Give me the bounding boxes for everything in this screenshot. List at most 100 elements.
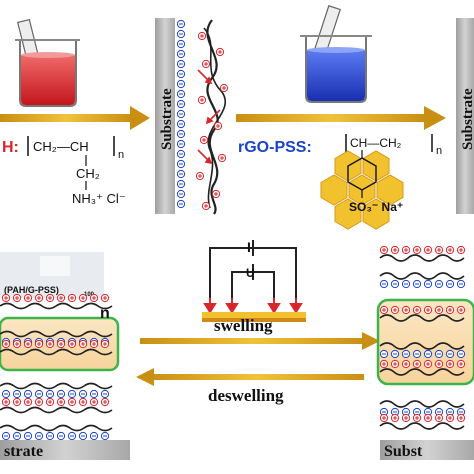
charge	[67, 431, 77, 441]
benzene-ring	[347, 150, 377, 198]
positive-charge	[211, 189, 221, 199]
positive-charge	[201, 59, 211, 69]
charge	[456, 407, 466, 417]
negative-charge	[176, 19, 186, 29]
negative-charge	[176, 179, 186, 189]
charge	[100, 389, 110, 399]
deswelling-label: deswelling	[208, 386, 284, 405]
polymer-chain	[0, 406, 113, 414]
negative-charge	[176, 49, 186, 59]
charge	[456, 279, 466, 289]
deswelling-arrow	[136, 368, 364, 386]
negative-charge	[176, 159, 186, 169]
negative-charge	[176, 189, 186, 199]
charge	[12, 339, 22, 349]
negative-charge	[176, 169, 186, 179]
charge	[34, 389, 44, 399]
charge	[423, 279, 433, 289]
negative-charge	[176, 29, 186, 39]
probe-arrows	[203, 298, 303, 314]
charge	[423, 413, 433, 423]
positive-charge	[213, 121, 223, 131]
film-photo: (PAH/G-PSS) 100	[0, 252, 104, 298]
negative-charge	[176, 129, 186, 139]
negative-charge	[176, 199, 186, 209]
beaker-blue-icon	[300, 5, 372, 103]
charge	[89, 293, 99, 303]
film-subscript: 100	[84, 292, 95, 298]
charge	[23, 339, 33, 349]
charge	[12, 431, 22, 441]
charge	[401, 245, 411, 255]
charge	[67, 339, 77, 349]
negative-charge	[176, 99, 186, 109]
substrate-label-bottom-left: strate	[4, 443, 43, 460]
pah-n: n	[118, 149, 124, 161]
charge	[445, 279, 455, 289]
current-label-I: I	[247, 239, 251, 255]
charge	[445, 359, 455, 369]
rgo-hexagon	[320, 174, 348, 206]
positive-charge	[201, 201, 211, 211]
substrate-bottom-left	[0, 440, 130, 460]
charge	[379, 359, 389, 369]
positive-charge	[197, 31, 207, 41]
charge	[78, 397, 88, 407]
beaker-red-icon	[15, 18, 80, 107]
charge	[401, 279, 411, 289]
positive-charge	[197, 95, 207, 105]
charge	[1, 397, 11, 407]
charge	[56, 397, 66, 407]
charge	[434, 245, 444, 255]
pss-sulfonate: SO₃⁻ Na⁺	[349, 200, 403, 214]
charge	[1, 431, 11, 441]
negative-charge	[176, 59, 186, 69]
charge	[390, 359, 400, 369]
charge	[390, 245, 400, 255]
substrate-bottom-right	[380, 440, 474, 460]
rgo-pss-label: rGO-PSS:	[238, 139, 312, 156]
charge	[445, 305, 455, 315]
positive-charge	[219, 83, 229, 93]
polymer-chain	[379, 368, 465, 376]
charge	[423, 349, 433, 359]
polymer-chain	[0, 302, 113, 310]
process-arrow-1	[0, 106, 150, 130]
charge	[379, 349, 389, 359]
film-sample-bar	[202, 312, 306, 318]
film-label: (PAH/G-PSS)	[4, 285, 59, 295]
swelling-label: swelling	[214, 316, 273, 335]
charge	[412, 245, 422, 255]
charge	[78, 431, 88, 441]
charge	[456, 245, 466, 255]
pah-structure: CH₂—CH n CH₂ NH₃⁺ Cl⁻	[27, 136, 126, 206]
pah-label: H:	[2, 139, 19, 156]
charge	[412, 413, 422, 423]
charge	[401, 413, 411, 423]
negative-charge	[176, 79, 186, 89]
charge	[390, 349, 400, 359]
charge	[67, 397, 77, 407]
layer-n-label: n	[100, 305, 110, 322]
charge	[56, 339, 66, 349]
pah-side-ch2: CH₂	[76, 166, 100, 181]
charge	[379, 245, 389, 255]
polymer-chain	[379, 314, 465, 322]
negative-charge	[176, 109, 186, 119]
charge	[45, 397, 55, 407]
charge	[100, 339, 110, 349]
polymer-chain	[0, 424, 113, 432]
negative-charge	[176, 69, 186, 79]
charge	[456, 349, 466, 359]
charge	[412, 349, 422, 359]
charge	[45, 293, 55, 303]
charge	[434, 349, 444, 359]
charge	[23, 431, 33, 441]
charge	[23, 389, 33, 399]
positive-charge	[217, 153, 227, 163]
pah-ammonium: NH₃⁺ Cl⁻	[72, 191, 126, 206]
negative-charges-1	[176, 19, 186, 209]
charge	[445, 349, 455, 359]
charge	[456, 413, 466, 423]
charge	[45, 389, 55, 399]
